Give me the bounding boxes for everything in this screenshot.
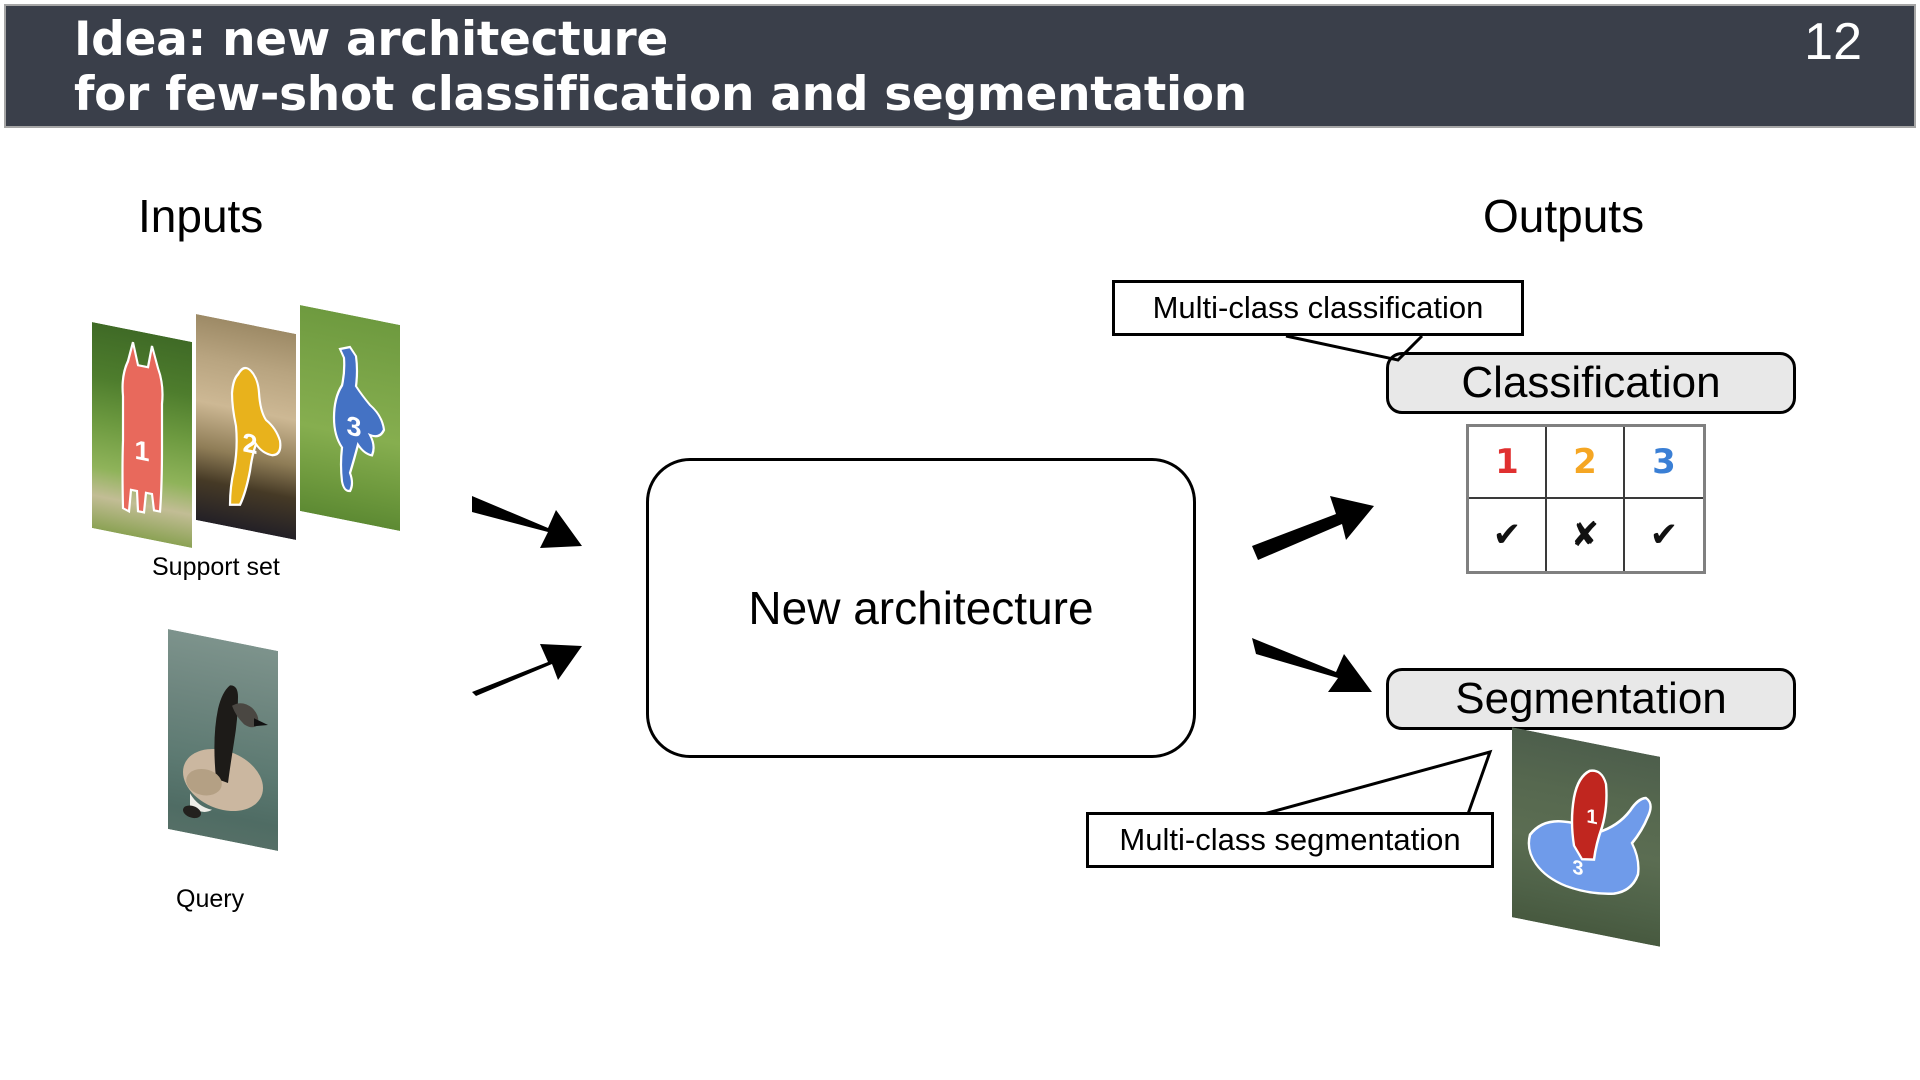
callout-multiclass-classification: Multi-class classification bbox=[1112, 280, 1524, 336]
arrow-query-to-model bbox=[472, 644, 582, 696]
architecture-box-label: New architecture bbox=[748, 582, 1094, 634]
support-image-3-mask: 3 bbox=[332, 345, 386, 493]
callout-tail-classification bbox=[1285, 334, 1424, 362]
arrow-model-to-classification bbox=[1252, 496, 1374, 560]
query-caption: Query bbox=[176, 885, 245, 913]
inputs-section-label: Inputs bbox=[138, 190, 264, 242]
support-image-1: 1 bbox=[92, 322, 192, 548]
support-set-caption: Support set bbox=[152, 553, 280, 581]
segmentation-result-masks: 1 3 bbox=[1527, 769, 1652, 895]
svg-text:2: 2 bbox=[242, 427, 257, 461]
support-image-2: 2 bbox=[196, 314, 296, 540]
segmentation-result-image: 1 3 bbox=[1512, 727, 1660, 947]
class-result-cell-2: ✘ bbox=[1547, 499, 1625, 571]
svg-text:1: 1 bbox=[1586, 805, 1597, 829]
callout-tail-segmentation bbox=[1219, 749, 1493, 828]
svg-text:1: 1 bbox=[134, 434, 149, 468]
svg-text:3: 3 bbox=[1572, 856, 1583, 880]
arrow-support-to-model bbox=[472, 496, 582, 548]
segmentation-pill: Segmentation bbox=[1386, 668, 1796, 730]
query-image bbox=[168, 629, 278, 851]
architecture-box: New architecture bbox=[646, 458, 1196, 758]
classification-result-table: 1 2 3 ✔ ✘ ✔ bbox=[1466, 424, 1706, 574]
slide-header-bar: Idea: new architecture for few-shot clas… bbox=[4, 4, 1916, 128]
class-result-cell-3: ✔ bbox=[1649, 515, 1679, 555]
page-number: 12 bbox=[1804, 13, 1862, 71]
class-id-cell-2: 2 bbox=[1547, 427, 1625, 499]
query-image-goose bbox=[183, 685, 268, 819]
support-image-3: 3 bbox=[300, 305, 400, 531]
class-id-cell-3: 3 bbox=[1625, 427, 1703, 499]
support-image-2-mask: 2 bbox=[228, 366, 282, 506]
outputs-section-label: Outputs bbox=[1483, 190, 1645, 242]
svg-text:3: 3 bbox=[346, 410, 361, 444]
classification-pill: Classification bbox=[1386, 352, 1796, 414]
support-image-1-mask: 1 bbox=[121, 341, 164, 514]
arrow-model-to-segmentation bbox=[1252, 638, 1372, 692]
class-id-cell-1: 1 bbox=[1469, 427, 1547, 499]
class-result-cell-1: ✔ bbox=[1469, 499, 1547, 571]
page-title: Idea: new architecture for few-shot clas… bbox=[74, 12, 1247, 122]
callout-multiclass-segmentation: Multi-class segmentation bbox=[1086, 812, 1494, 868]
